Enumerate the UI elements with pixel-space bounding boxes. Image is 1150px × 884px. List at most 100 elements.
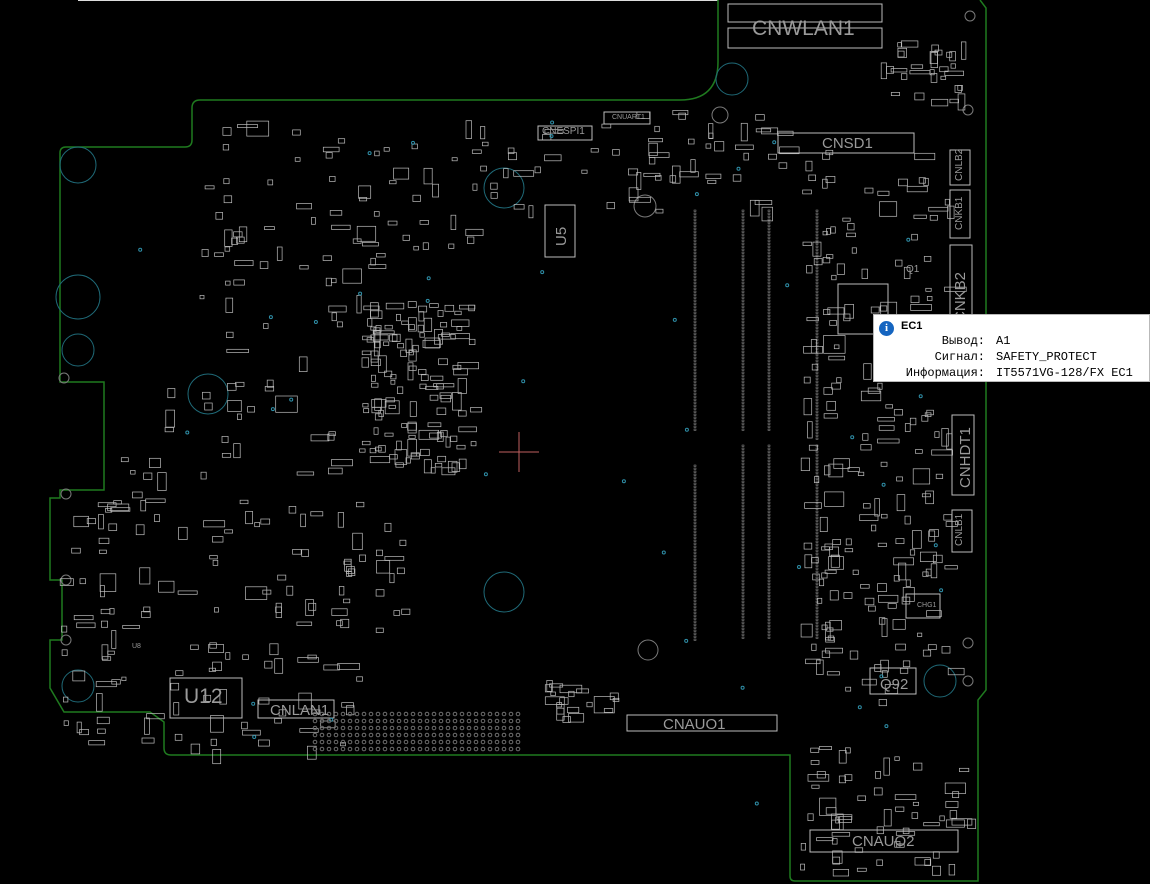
smd-footprint — [61, 625, 68, 633]
pin-pad — [741, 531, 745, 534]
smd-footprint — [413, 245, 419, 251]
pin-pad — [815, 543, 819, 546]
smd-footprint — [346, 566, 355, 574]
pin-pad — [693, 278, 697, 281]
pin-pad — [693, 257, 697, 260]
pin-pad — [741, 305, 745, 308]
smd-footprint — [636, 111, 650, 119]
pin-pad — [767, 296, 771, 299]
pin-pad — [741, 245, 745, 248]
smd-footprint — [266, 379, 274, 388]
label-cnlb1[interactable]: CNLB1 — [954, 513, 965, 546]
bga-pad — [333, 732, 339, 738]
label-cnuart1[interactable]: CNUART1 — [612, 114, 645, 121]
label-cnwlan1[interactable]: CNWLAN1 — [752, 17, 855, 40]
connector-footprint — [905, 593, 941, 619]
bga-pad — [410, 718, 416, 724]
smd-footprint — [459, 304, 476, 310]
label-u8[interactable]: U8 — [132, 643, 141, 650]
label-chg1[interactable]: CHG1 — [917, 602, 937, 609]
smd-footprint — [393, 167, 410, 180]
smd-footprint — [225, 652, 231, 660]
pin-pad — [741, 320, 745, 323]
label-u12[interactable]: U12 — [184, 685, 223, 708]
bga-pad — [389, 732, 395, 738]
via-dot — [736, 166, 741, 171]
label-q92[interactable]: Q92 — [880, 676, 909, 693]
smd-footprint — [344, 558, 352, 572]
via-dot — [694, 192, 699, 197]
smd-footprint — [947, 667, 965, 676]
smd-footprint — [98, 537, 110, 544]
pin-pad — [693, 209, 697, 212]
pin-pad — [693, 638, 697, 641]
smd-footprint — [803, 346, 823, 354]
bga-pad — [424, 732, 430, 738]
label-u5[interactable]: U5 — [553, 226, 570, 246]
smd-footprint — [678, 112, 686, 120]
pin-pad — [693, 308, 697, 311]
pin-pad — [767, 275, 771, 278]
smd-footprint — [245, 586, 268, 600]
pin-pad — [741, 425, 745, 428]
smd-footprint — [821, 650, 831, 658]
smd-footprint — [200, 471, 207, 480]
small-hole — [60, 574, 72, 586]
pin-pad — [767, 326, 771, 329]
smd-footprint — [800, 457, 810, 471]
label-cnkb1[interactable]: CNKB1 — [954, 196, 965, 230]
label-q1[interactable]: Q1 — [906, 264, 920, 275]
smd-footprint — [389, 180, 397, 185]
bga-pad — [508, 711, 514, 717]
pin-pad — [693, 410, 697, 413]
pin-pad — [741, 474, 745, 477]
smd-footprint — [371, 382, 379, 388]
pin-pad — [741, 453, 745, 456]
pin-pad — [815, 561, 819, 564]
pin-pad — [767, 233, 771, 236]
smd-footprint — [471, 149, 482, 154]
smd-footprint — [923, 256, 932, 262]
smd-footprint — [832, 869, 849, 877]
pin-pad — [741, 549, 745, 552]
via-dot — [289, 397, 294, 402]
pin-pad — [693, 476, 697, 479]
pin-pad — [741, 600, 745, 603]
smd-footprint — [945, 801, 959, 808]
smd-footprint — [423, 167, 433, 185]
smd-footprint — [761, 206, 773, 222]
pin-pad — [767, 555, 771, 558]
label-cnespi1[interactable]: CNESPI1 — [542, 126, 585, 137]
label-cnsd1[interactable]: CNSD1 — [822, 135, 873, 152]
smd-footprint — [893, 557, 914, 566]
pin-pad — [815, 341, 819, 344]
smd-footprint — [202, 391, 211, 400]
pin-pad — [767, 401, 771, 404]
pin-pad — [741, 254, 745, 257]
label-cnlb2[interactable]: CNLB2 — [954, 148, 965, 181]
label-cnhdt1[interactable]: CNHDT1 — [957, 427, 974, 488]
label-cnauo2[interactable]: CNAUO2 — [852, 833, 915, 850]
pin-pad — [815, 356, 819, 359]
smd-footprint — [807, 813, 814, 821]
pin-pad — [693, 575, 697, 578]
pin-pad — [815, 398, 819, 401]
smd-footprint — [562, 716, 571, 723]
pin-pad — [767, 215, 771, 218]
smd-footprint — [838, 775, 846, 784]
smd-footprint — [79, 578, 86, 585]
smd-footprint — [556, 707, 565, 715]
smd-footprint — [925, 490, 934, 505]
pin-pad — [693, 242, 697, 245]
smd-footprint — [111, 679, 121, 685]
pin-pad — [741, 377, 745, 380]
label-cnlan1[interactable]: CNLAN1 — [270, 702, 330, 719]
smd-footprint — [896, 494, 906, 512]
bga-pad — [389, 711, 395, 717]
label-cnauo1[interactable]: CNAUO1 — [663, 716, 726, 733]
smd-footprint — [957, 85, 963, 91]
pin-pad — [741, 537, 745, 540]
pin-pad — [767, 444, 771, 447]
pin-pad — [741, 585, 745, 588]
